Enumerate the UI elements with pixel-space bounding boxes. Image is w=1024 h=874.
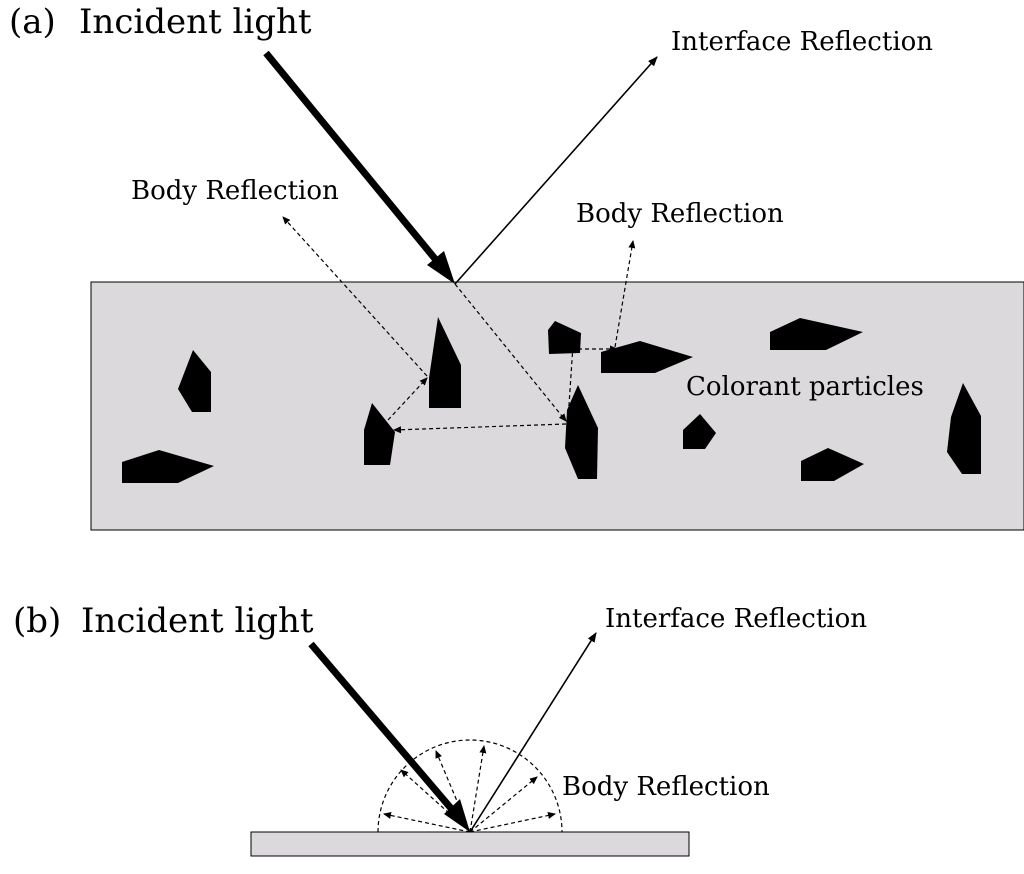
particle <box>364 403 395 465</box>
interface-reflection-arrow-b <box>469 632 597 833</box>
incident-light-label-a: Incident light <box>79 2 312 42</box>
body-reflection-label-b: Body Reflection <box>562 772 770 802</box>
diffuse-arrows <box>383 745 556 833</box>
incident-light-label-b: Incident light <box>81 601 314 641</box>
particle <box>683 414 716 449</box>
incident-light-arrow-a <box>263 50 439 263</box>
incident-light-arrow-b <box>308 641 458 816</box>
incident-arrowhead-a <box>427 251 455 284</box>
colorant-particles-label: Colorant particles <box>686 372 924 402</box>
body-reflection-label-right: Body Reflection <box>576 199 784 229</box>
interface-reflection-arrow-a <box>454 56 658 285</box>
panel-b <box>250 632 690 857</box>
body-reflection-label-left: Body Reflection <box>131 176 339 206</box>
particle <box>770 318 863 350</box>
medium-layer <box>90 281 1024 531</box>
particle <box>801 448 864 481</box>
interface-reflection-label-a: Interface Reflection <box>671 27 934 57</box>
particle <box>122 450 214 483</box>
particle <box>429 317 461 408</box>
particle <box>565 385 598 479</box>
panel-b-tag: (b) <box>13 601 62 641</box>
particle <box>947 383 981 474</box>
scattering-paths <box>282 216 636 434</box>
panel-a <box>90 50 1024 531</box>
diffuse-hemisphere <box>377 739 563 833</box>
panel-a-tag: (a) <box>9 2 56 42</box>
particle <box>178 350 211 412</box>
surface-layer <box>250 831 690 857</box>
particle <box>601 341 693 373</box>
interface-reflection-label-b: Interface Reflection <box>605 604 868 634</box>
colorant-particles <box>122 317 981 483</box>
incident-arrowhead-b <box>444 799 470 832</box>
